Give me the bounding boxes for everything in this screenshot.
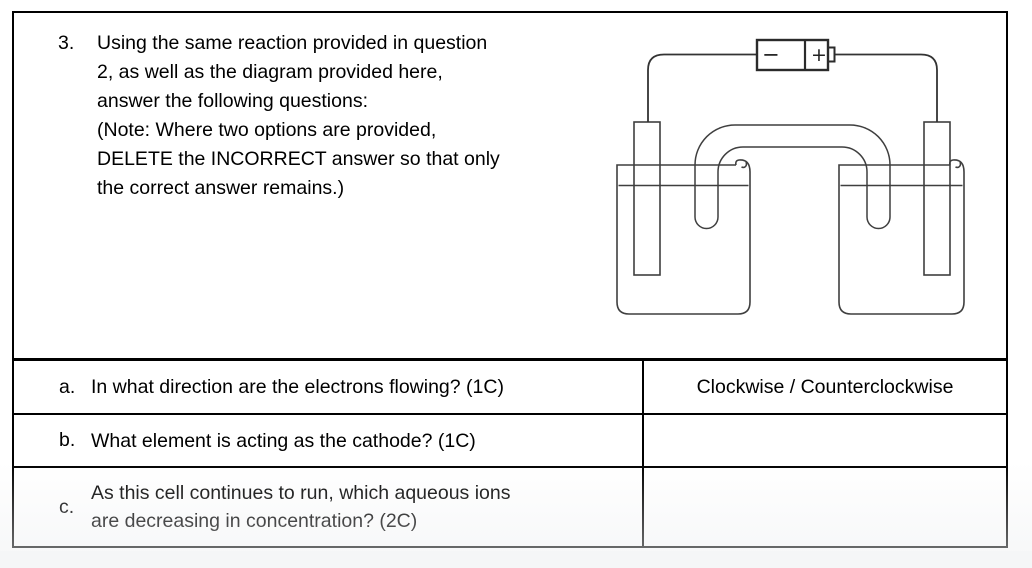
cell-diagram: − + [602,22,1022,352]
question-line: the correct answer remains.) [97,177,345,199]
question-line: Using the same reaction provided in ques… [97,32,488,54]
battery-positive-label: + [811,44,827,66]
row-marker: c. [59,495,75,518]
row-question: As this cell continues to run, which aqu… [91,479,511,535]
row-question: In what direction are the electrons flow… [91,373,504,401]
row-marker: a. [59,375,76,398]
right-beaker-spout-curl [955,161,962,169]
question-line: (Note: Where two options are provided, [97,119,437,141]
left-wire [647,53,757,122]
left-beaker-outline [616,159,751,315]
row-question-line: As this cell continues to run, which aqu… [91,482,511,504]
question-box: 3. Using the same reaction provided in q… [12,11,1008,358]
area-below-page [0,551,1032,568]
answer-cell-a[interactable]: Clockwise / Counterclockwise [644,361,1006,413]
question-line: 2, as well as the diagram provided here, [97,61,443,83]
question-text: Using the same reaction provided in ques… [97,29,500,203]
question-line: DELETE the INCORRECT answer so that only [97,148,500,170]
question-number: 3. [58,32,75,54]
question-3: 3. Using the same reaction provided in q… [58,29,500,203]
row-question: What element is acting as the cathode? (… [91,427,476,455]
question-line: answer the following questions: [97,90,368,112]
question-cell-c: c. As this cell continues to run, which … [14,468,644,546]
battery [755,38,836,72]
row-marker: b. [59,429,76,451]
left-beaker-spout-curl [741,161,748,169]
right-wire [834,53,938,122]
cell-diagram-svg: − + [616,38,965,315]
right-beaker-outline [838,159,965,315]
row-question-line: What element is acting as the cathode? (… [91,429,476,452]
table-row-a: a. In what direction are the electrons f… [14,361,1006,413]
question-cell-b: b. What element is acting as the cathode… [14,415,644,466]
answer-options-text[interactable]: Clockwise / Counterclockwise [696,375,954,398]
right-beaker [838,159,965,315]
left-beaker [616,159,751,315]
battery-negative-label: − [762,43,780,67]
answer-cell-b[interactable] [644,415,1006,466]
row-question-line: In what direction are the electrons flow… [91,376,504,398]
answer-cell-c[interactable] [644,468,1006,546]
answer-table: a. In what direction are the electrons f… [12,358,1008,548]
battery-positive-nub [827,46,836,63]
row-question-line: are decreasing in concentration? (2C) [91,510,418,532]
table-row-b: b. What element is acting as the cathode… [14,413,1006,466]
left-electrode [633,121,661,276]
salt-bridge [694,124,891,230]
table-row-c: c. As this cell continues to run, which … [14,466,1006,546]
right-electrode [923,121,951,276]
question-cell-a: a. In what direction are the electrons f… [14,361,644,413]
